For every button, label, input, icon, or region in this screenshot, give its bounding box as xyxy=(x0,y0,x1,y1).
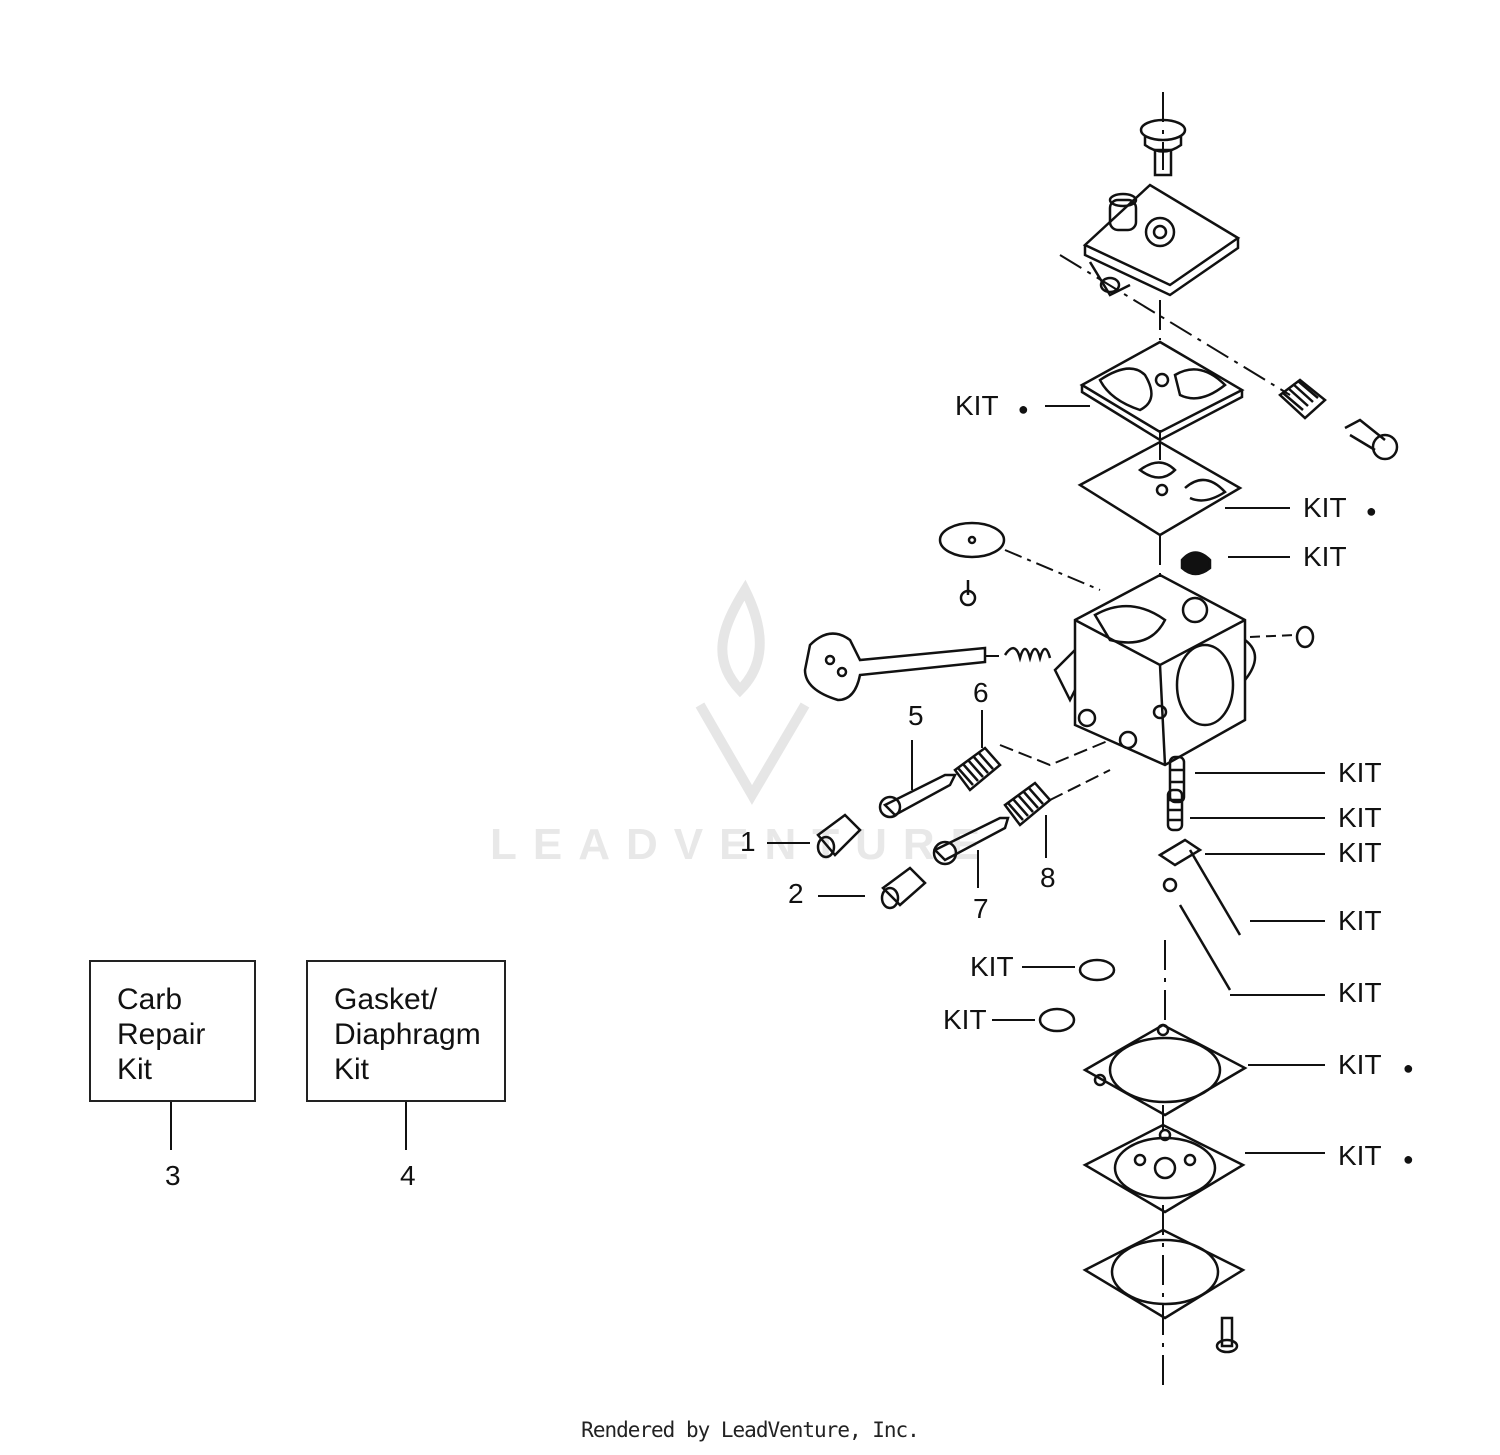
kit-dot: ● xyxy=(1365,501,1377,521)
kit-text: KIT xyxy=(1338,1049,1382,1080)
box-text-line: Carb xyxy=(117,983,183,1016)
callout-5: 5 xyxy=(908,700,924,731)
axis-diagonal-1 xyxy=(1059,254,1291,396)
leader-lines xyxy=(170,405,1325,1154)
throttle-shaft-washer xyxy=(938,521,1006,607)
idle-screw-side xyxy=(1344,418,1399,461)
part-2-limiter-cap xyxy=(880,866,927,910)
pump-gasket xyxy=(1077,440,1243,537)
kit-text: KIT xyxy=(1303,492,1347,523)
carburetor-body xyxy=(1053,573,1257,767)
pump-cover xyxy=(1082,183,1241,297)
pump-diaphragm xyxy=(1079,340,1245,442)
watermark-logo xyxy=(695,579,810,805)
box-text-line: Diaphragm xyxy=(334,1018,481,1051)
throttle-lever xyxy=(803,632,987,702)
callout-1: 1 xyxy=(740,826,756,857)
box-text-line: Repair xyxy=(117,1018,206,1051)
welch-plug-2 xyxy=(1038,1007,1076,1033)
part-7-screw xyxy=(932,816,1010,866)
part-5-screw xyxy=(878,773,958,819)
small-nut xyxy=(1295,625,1315,649)
kit-text: KIT xyxy=(955,390,999,421)
kit-label-pump-gasket: KIT ● xyxy=(1303,492,1377,527)
part-6-spring xyxy=(953,746,1002,792)
inlet-needle xyxy=(1168,755,1186,804)
kit-label-inlet-screen: KIT xyxy=(1303,541,1347,572)
footer-credit: Rendered by LeadVenture, Inc. xyxy=(581,1418,920,1442)
cover-screw xyxy=(1215,1316,1239,1354)
ref-3: 3 xyxy=(165,1160,181,1191)
box-text-line: Gasket/ xyxy=(334,983,438,1016)
kit-dot: ● xyxy=(1017,399,1029,419)
part-1-limiter-cap xyxy=(816,813,862,859)
part-8-spring xyxy=(1003,781,1052,827)
kit-label-lever-pin: KIT xyxy=(1338,905,1382,936)
box-text-line: Kit xyxy=(334,1053,370,1086)
kit-label-welch-plug-2: KIT xyxy=(943,1004,987,1035)
kit-text: KIT xyxy=(1338,1140,1382,1171)
box-text-line: Kit xyxy=(117,1053,153,1086)
kit-label-metering-lever: KIT xyxy=(1338,837,1382,868)
carb-repair-kit-box: Carb Repair Kit xyxy=(89,960,256,1102)
kit-dot: ● xyxy=(1402,1058,1414,1078)
metering-gasket xyxy=(1082,1023,1248,1117)
welch-plug-1 xyxy=(1078,958,1116,982)
kit-label-metering-diaphragm: KIT ● xyxy=(1338,1140,1414,1175)
center-axis xyxy=(1159,92,1166,1390)
kit-label-inlet-needle: KIT xyxy=(1338,757,1382,788)
callout-8: 8 xyxy=(1040,862,1056,893)
gasket-diaphragm-kit-box: Gasket/ Diaphragm Kit xyxy=(306,960,506,1102)
callout-6: 6 xyxy=(973,677,989,708)
kit-label-pump-diaphragm: KIT ● xyxy=(955,390,1029,425)
callout-2: 2 xyxy=(788,878,804,909)
metering-lever xyxy=(1157,838,1242,936)
callout-7: 7 xyxy=(973,893,989,924)
kit-label-lever-screw: KIT xyxy=(1338,977,1382,1008)
inlet-screen-cap xyxy=(1180,551,1212,576)
ref-4: 4 xyxy=(400,1160,416,1191)
kit-dot: ● xyxy=(1402,1149,1414,1169)
kit-label-metering-gasket: KIT ● xyxy=(1338,1049,1414,1084)
idle-spring-side xyxy=(1278,378,1327,420)
lever-pin-screw xyxy=(1162,877,1178,893)
metering-spring xyxy=(1166,788,1184,832)
top-screw xyxy=(1139,118,1187,177)
throttle-return-spring xyxy=(1003,647,1052,663)
metering-cover xyxy=(1082,1228,1246,1320)
metering-diaphragm xyxy=(1082,1123,1246,1214)
kit-label-metering-spring: KIT xyxy=(1338,802,1382,833)
kit-label-welch-plug-1: KIT xyxy=(970,951,1014,982)
watermark-text: LEADVENTURE xyxy=(490,820,997,869)
